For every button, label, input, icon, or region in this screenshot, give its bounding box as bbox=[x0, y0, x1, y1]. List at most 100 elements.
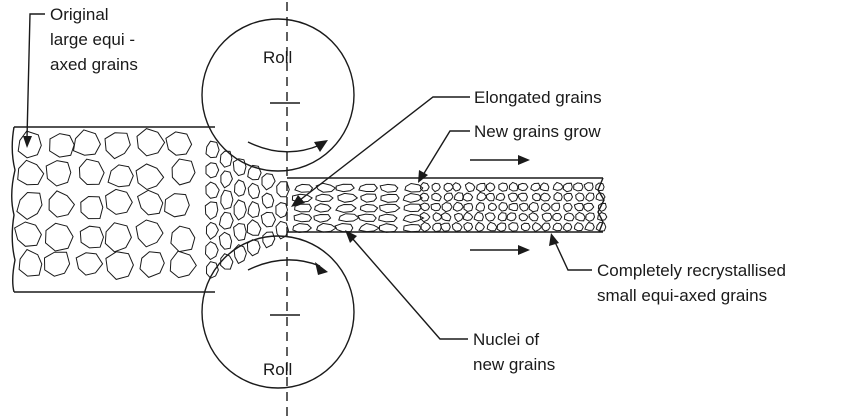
grain bbox=[247, 200, 261, 219]
grain bbox=[498, 182, 509, 192]
original-leader-head bbox=[23, 136, 32, 148]
grain bbox=[135, 163, 165, 191]
grain bbox=[292, 222, 313, 234]
grain bbox=[563, 192, 574, 202]
elongated-leader-head bbox=[291, 195, 305, 207]
elongated-leader bbox=[299, 96, 470, 201]
grain bbox=[595, 182, 605, 192]
grain bbox=[488, 202, 498, 212]
grain bbox=[597, 211, 608, 222]
grain bbox=[419, 211, 431, 223]
grain bbox=[463, 202, 474, 213]
grain bbox=[485, 192, 496, 202]
grain bbox=[431, 182, 441, 193]
grain bbox=[49, 133, 75, 158]
nuclei-label-line-2: new grains bbox=[473, 355, 555, 374]
grain bbox=[463, 221, 474, 232]
top-roll bbox=[201, 18, 355, 172]
grain bbox=[402, 192, 424, 203]
grain bbox=[75, 252, 104, 276]
top-roll-arrowhead bbox=[314, 140, 328, 152]
top-roll-rotation-arrow bbox=[247, 141, 321, 153]
grain bbox=[432, 222, 442, 233]
grain bbox=[105, 188, 133, 215]
grain bbox=[475, 182, 486, 193]
grain bbox=[359, 203, 379, 213]
grain bbox=[137, 189, 164, 216]
grain bbox=[528, 212, 539, 222]
grain bbox=[247, 182, 261, 200]
grain bbox=[247, 164, 262, 181]
grain bbox=[440, 212, 452, 222]
grain bbox=[246, 219, 262, 236]
grain bbox=[540, 192, 552, 202]
grain bbox=[80, 195, 104, 220]
grain bbox=[220, 253, 234, 270]
grain bbox=[563, 202, 573, 213]
grain bbox=[495, 192, 506, 202]
new-grow-leader-head bbox=[418, 170, 428, 183]
grain bbox=[379, 203, 401, 214]
grain bbox=[552, 181, 564, 191]
bottom-roll-rotation-arrow bbox=[247, 259, 321, 271]
grain bbox=[18, 248, 43, 277]
grain bbox=[440, 222, 451, 232]
grain bbox=[575, 192, 585, 202]
grain bbox=[104, 222, 132, 253]
new-grow-label: New grains grow bbox=[474, 122, 601, 141]
grain bbox=[72, 129, 101, 156]
nuclei-leader bbox=[351, 237, 468, 340]
grain bbox=[169, 250, 197, 279]
grain bbox=[334, 222, 354, 233]
grain bbox=[539, 182, 550, 192]
grain bbox=[135, 219, 164, 248]
original-leader bbox=[26, 13, 45, 139]
grain bbox=[562, 182, 573, 193]
nuclei-label-line-1: Nuclei of bbox=[473, 330, 539, 349]
grain bbox=[453, 192, 464, 202]
grain bbox=[462, 192, 474, 202]
grain bbox=[551, 202, 561, 212]
thick-strip-left-edge bbox=[11, 126, 16, 293]
grain bbox=[218, 211, 234, 230]
grain bbox=[462, 211, 474, 222]
grain bbox=[315, 222, 337, 233]
grain bbox=[379, 183, 399, 193]
grain bbox=[573, 182, 584, 192]
thin-strip-right-edge bbox=[597, 177, 605, 233]
original-label-line-3: axed grains bbox=[50, 55, 138, 74]
grain bbox=[508, 181, 519, 192]
grain bbox=[220, 189, 234, 210]
bottom-roll-arrowhead bbox=[315, 262, 328, 275]
grain bbox=[380, 193, 400, 203]
grain bbox=[584, 221, 595, 231]
original-label-line-1: Original bbox=[50, 5, 109, 24]
grain bbox=[261, 192, 275, 209]
grain bbox=[335, 203, 357, 213]
grain bbox=[79, 225, 105, 249]
grain bbox=[486, 221, 498, 232]
grain-structure bbox=[14, 128, 608, 280]
upper-motion-arrowhead bbox=[518, 155, 530, 165]
grain bbox=[204, 201, 219, 221]
recryst-label-line-2: small equi-axed grains bbox=[597, 286, 767, 305]
grain bbox=[541, 222, 551, 232]
grain bbox=[583, 182, 594, 192]
grain bbox=[233, 222, 247, 242]
grain bbox=[420, 221, 432, 233]
grain bbox=[293, 213, 313, 223]
grain bbox=[452, 201, 464, 212]
grain bbox=[204, 241, 219, 261]
grain bbox=[530, 182, 541, 192]
grain bbox=[453, 212, 464, 223]
grain bbox=[261, 173, 276, 191]
grain bbox=[475, 202, 486, 212]
grain bbox=[337, 192, 359, 203]
grain bbox=[205, 221, 219, 240]
grain bbox=[45, 160, 72, 187]
grain bbox=[518, 202, 529, 212]
recryst-label-line-1: Completely recrystallised bbox=[597, 261, 786, 280]
grain bbox=[260, 211, 277, 228]
